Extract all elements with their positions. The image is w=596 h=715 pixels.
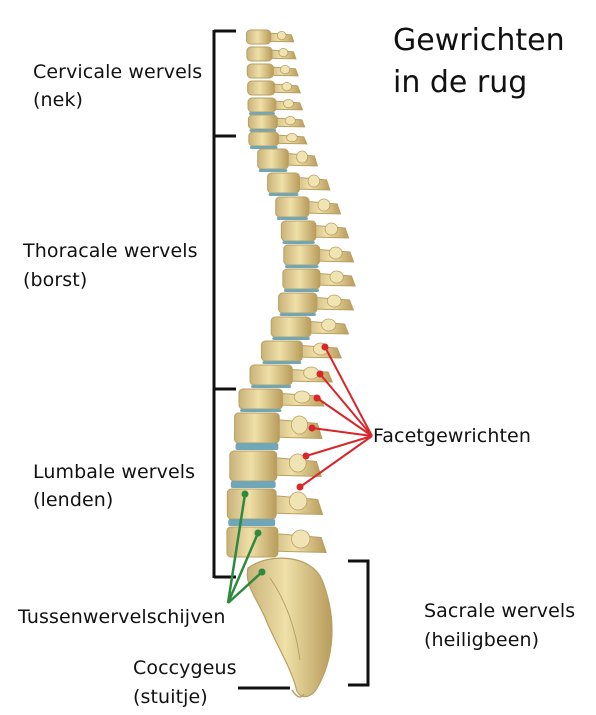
facet-joints-label: Facetgewrichten	[373, 425, 531, 447]
thoracic-label: Thoracale wervels	[23, 240, 198, 262]
spine-illustration	[226, 29, 356, 698]
cervical-label: Cervicale wervels	[33, 61, 203, 83]
sacral-bracket	[348, 559, 370, 687]
region-brackets	[212, 29, 236, 579]
lumbar-label: Lumbale wervels	[33, 461, 196, 483]
sacral-label: Sacrale wervels	[424, 600, 576, 622]
diagram-title-line1: Gewrichten	[393, 23, 565, 58]
intervertebral-discs-label: Tussenwervelschijven	[18, 606, 226, 628]
cervical-sublabel: (nek)	[33, 89, 84, 111]
coccyx-label: Coccygeus	[133, 657, 237, 679]
lumbar-sublabel: (lenden)	[33, 489, 114, 511]
facet-joint-callout-lines	[296, 343, 373, 491]
coccyx-sublabel: (stuitje)	[133, 686, 208, 708]
sacral-sublabel: (heiligbeen)	[424, 629, 540, 651]
thoracic-sublabel: (borst)	[23, 269, 88, 291]
diagram-title-line2: in de rug	[393, 65, 528, 100]
disc-callout-lines	[226, 490, 266, 604]
